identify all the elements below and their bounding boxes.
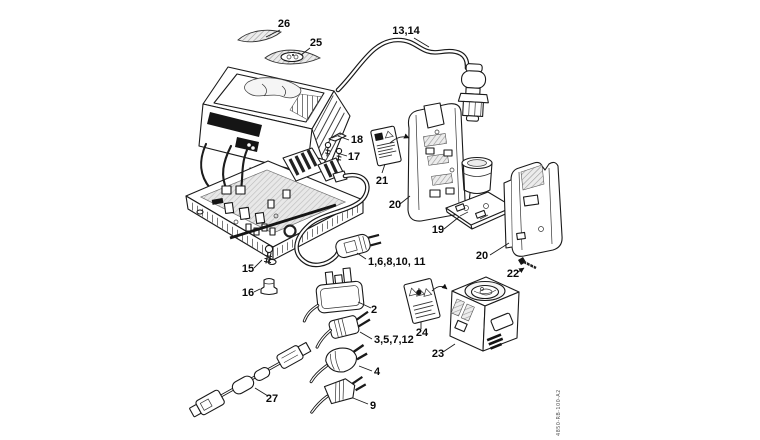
plug-eu [335, 233, 382, 259]
transformer-block [282, 147, 345, 182]
plug-uk [302, 267, 365, 323]
callout-22: 22 [507, 268, 519, 280]
power-cord-eu [294, 172, 382, 268]
cover-strip-26 [237, 29, 282, 43]
adapter-cable-27 [189, 341, 312, 418]
callout-19: 19 [432, 224, 444, 236]
callout-27: 27 [266, 393, 278, 405]
callout-3-5-7-12: 3,5,7,12 [374, 334, 414, 346]
screw-15 [263, 244, 274, 264]
label-strip-25 [264, 49, 322, 65]
callout-24: 24 [416, 327, 429, 339]
information-label-21 [370, 125, 410, 167]
callout-26: 26 [278, 18, 290, 30]
adapter-housing-rear-20 [503, 161, 563, 257]
callout-9: 9 [370, 400, 376, 412]
callout-1-6-8-10-11: 1,6,8,10, 11 [368, 256, 426, 268]
clip-18 [328, 132, 347, 142]
adapter-box-23 [449, 276, 520, 352]
connecting-cable-13-14 [335, 37, 489, 122]
callout-18: 18 [351, 134, 363, 146]
callout-13-14: 13,14 [392, 25, 420, 37]
callout-20-rear: 20 [476, 250, 488, 262]
drawing-code: 4850-RB-100-A2 [556, 389, 562, 436]
callout-4: 4 [374, 366, 381, 378]
warning-label-24 [403, 278, 448, 324]
callout-21: 21 [376, 175, 388, 187]
charger-base-tray [185, 144, 364, 266]
callout-23: 23 [432, 348, 444, 360]
plug-us [315, 310, 371, 349]
plug-au [309, 344, 368, 384]
callout-16: 16 [242, 287, 254, 299]
plug-9 [310, 375, 367, 414]
adapter-housing-front-20 [407, 102, 466, 222]
callout-20-front: 20 [389, 199, 401, 211]
cable-connector [457, 63, 489, 122]
callout-labels: 26 25 13,14 18 17 21 20 19 20 22 15 16 1… [242, 18, 519, 412]
adapter-board-19 [445, 156, 514, 230]
callout-17: 17 [348, 151, 360, 163]
callout-2: 2 [371, 304, 377, 316]
charger-display [207, 112, 262, 137]
callout-25: 25 [310, 37, 322, 49]
screw-22 [518, 257, 537, 270]
callout-15: 15 [242, 263, 254, 275]
rubber-foot-16 [260, 277, 278, 296]
leader-lines [253, 29, 525, 405]
